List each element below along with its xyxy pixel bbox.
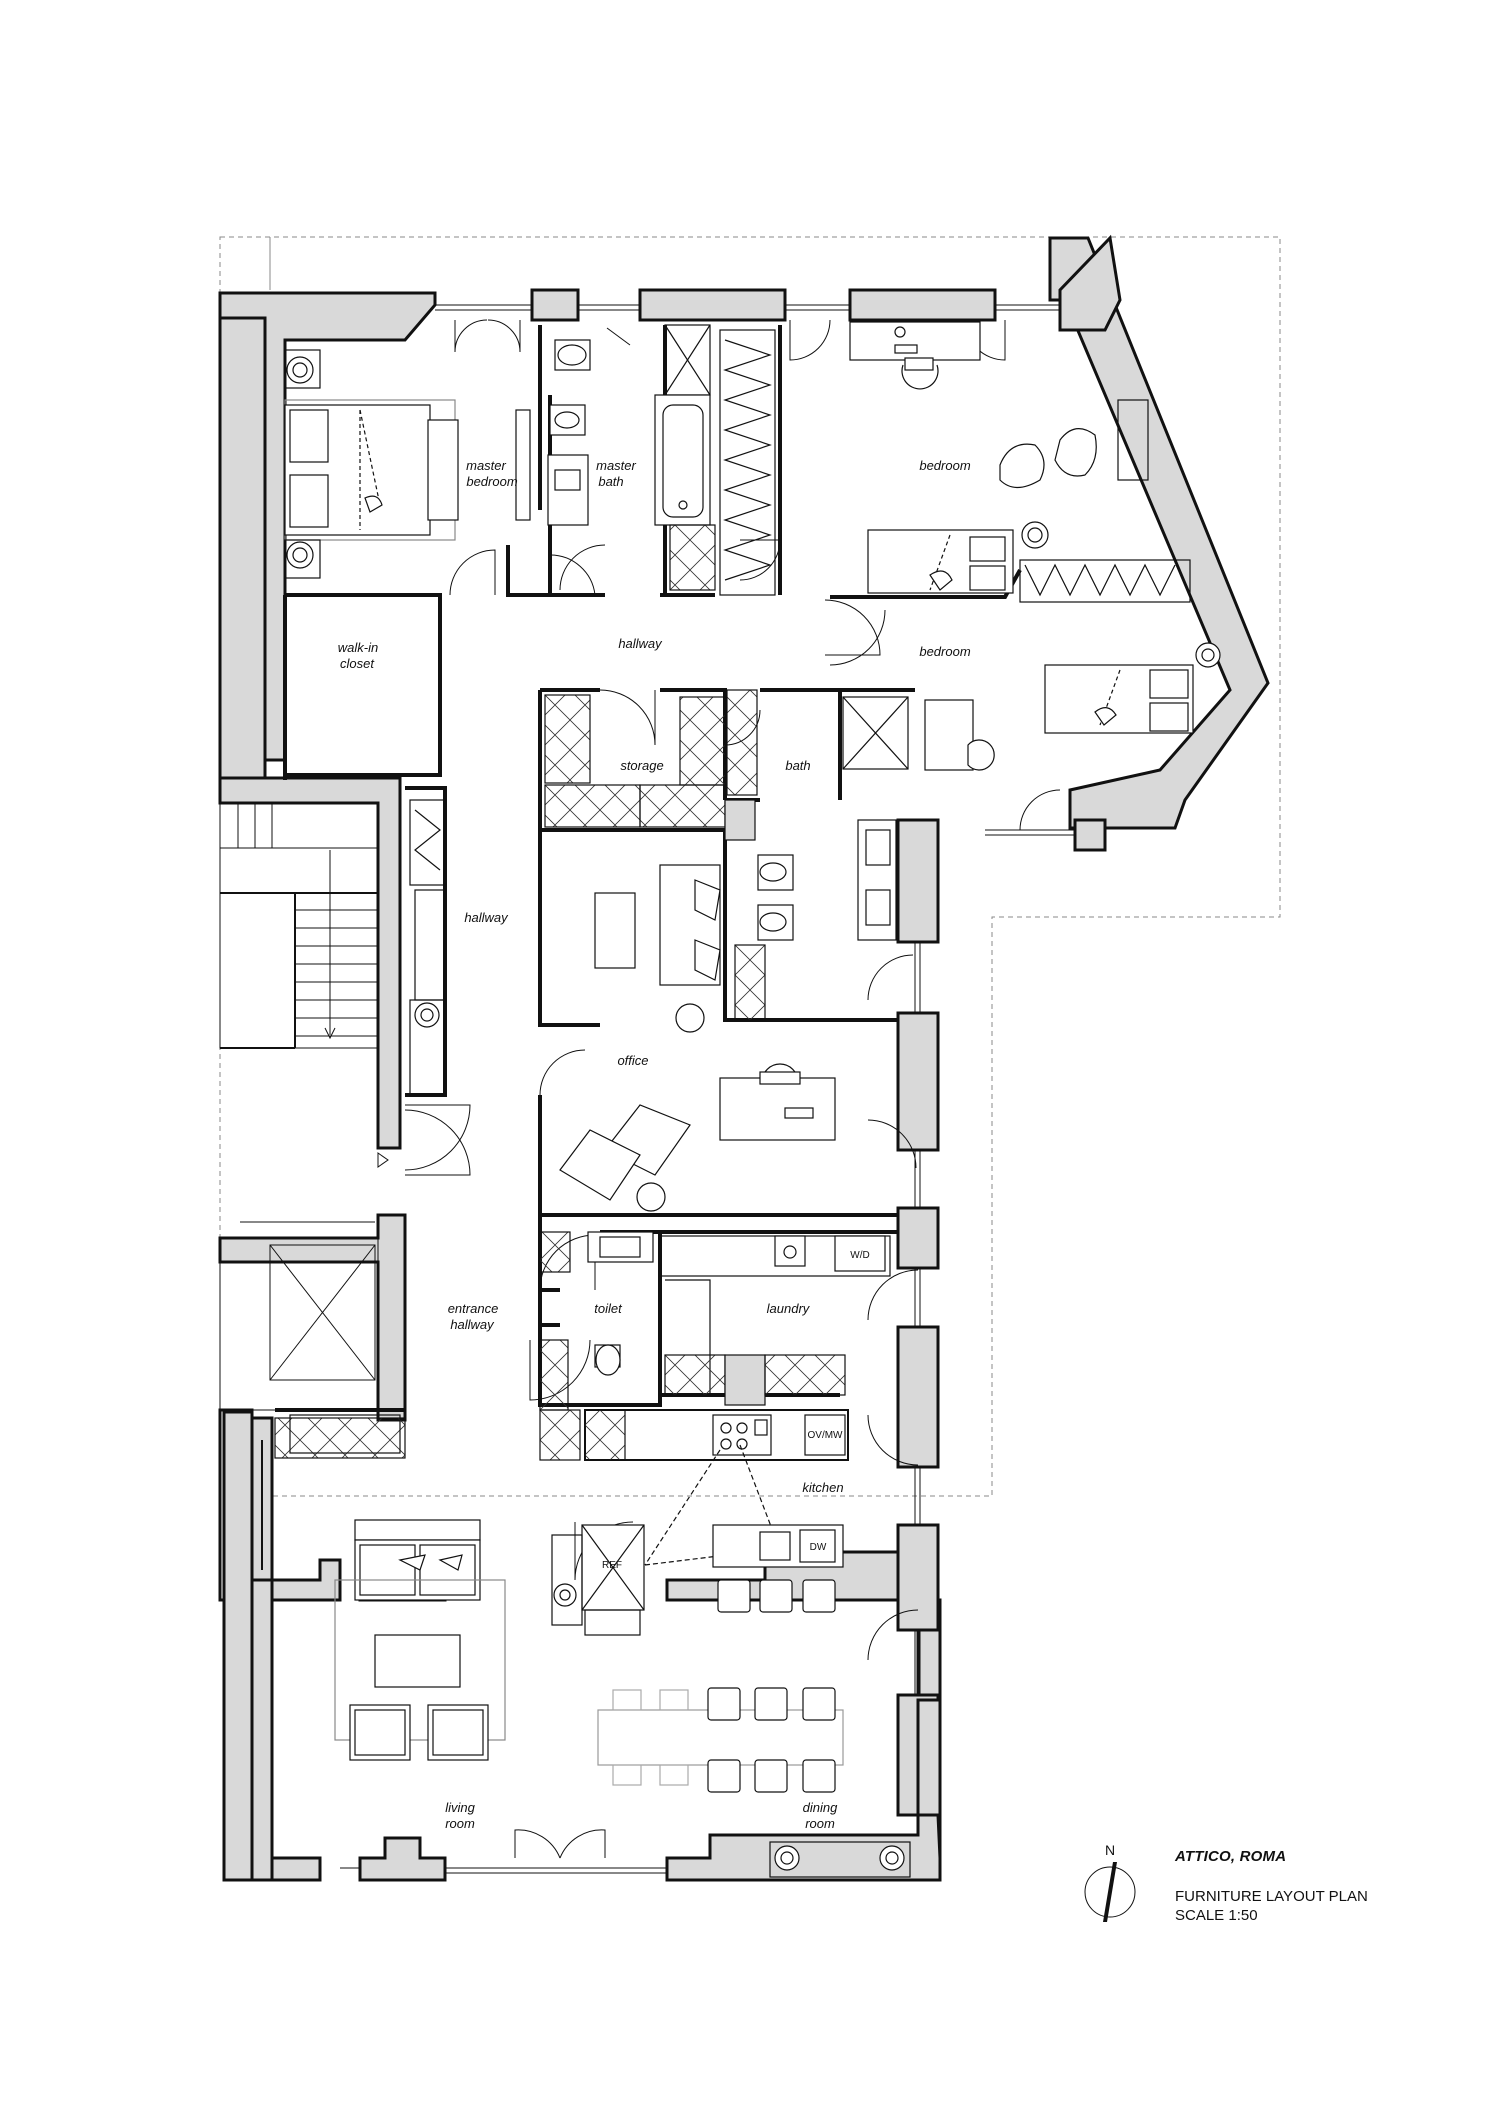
north-arrow-icon: N: [1084, 1842, 1136, 1922]
north-letter: N: [1105, 1842, 1115, 1858]
room-label-bedroom-1: bedroom: [919, 458, 970, 473]
room-label-hallway-upper: hallway: [618, 636, 663, 651]
room-label-laundry: laundry: [767, 1301, 811, 1316]
room-label-kitchen: kitchen: [802, 1480, 843, 1495]
room-label-hallway-side: hallway: [464, 910, 509, 925]
plan-name: FURNITURE LAYOUT PLAN: [1175, 1888, 1368, 1905]
door-swing-icon: [404, 319, 1061, 1859]
equipment-labels: W/D OV/MW REF DW: [602, 1250, 870, 1571]
room-label-storage: storage: [620, 758, 663, 773]
oven-microwave-label: OV/MW: [808, 1430, 844, 1441]
title-block: ATTICO, ROMA FURNITURE LAYOUT PLAN SCALE…: [1175, 1848, 1475, 1925]
washer-dryer-label: W/D: [850, 1250, 869, 1261]
dishwasher-label: DW: [810, 1542, 827, 1553]
room-label-bedroom-2: bedroom: [919, 644, 970, 659]
room-label-toilet: toilet: [594, 1301, 623, 1316]
stair-core: [219, 802, 389, 1411]
windows: [261, 304, 1075, 1874]
project-title: ATTICO, ROMA: [1175, 1848, 1287, 1865]
room-label-bath: bath: [785, 758, 810, 773]
furniture: [274, 321, 1221, 1878]
refrigerator-label: REF: [602, 1560, 622, 1571]
plan-scale: SCALE 1:50: [1175, 1907, 1258, 1924]
room-label-office: office: [617, 1053, 648, 1068]
